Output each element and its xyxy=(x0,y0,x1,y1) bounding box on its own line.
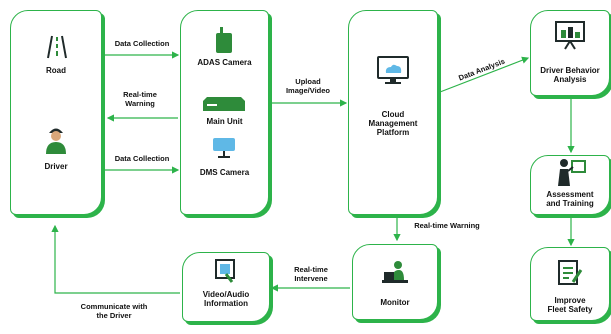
driver-behavior-label: Driver Behavior Analysis xyxy=(540,66,600,85)
flow-realtime-warning-left: Real-time Warning xyxy=(123,90,157,108)
trainer-icon xyxy=(558,159,586,186)
main-unit-label: Main Unit xyxy=(206,117,243,126)
improve-label: Improve Fleet Safety xyxy=(547,296,593,315)
presentation-chart-icon xyxy=(555,21,585,50)
checklist-icon xyxy=(558,260,583,285)
main-unit-icon xyxy=(203,97,245,111)
adas-camera-icon xyxy=(216,27,232,53)
video-audio-icon xyxy=(215,259,235,283)
road-label: Road xyxy=(46,66,66,75)
arrow-cloud-to-analysis xyxy=(439,56,530,93)
video-audio-label: Video/Audio Information xyxy=(202,290,250,309)
driver-label: Driver xyxy=(44,162,68,171)
flow-upload: Upload Image/Video xyxy=(285,77,331,95)
flow-realtime-intervene: Real-time Intervene xyxy=(294,265,328,283)
flow-data-collection-bottom: Data Collection xyxy=(114,154,170,163)
dms-camera-icon xyxy=(213,138,235,158)
flow-realtime-warning-down: Real-time Warning xyxy=(414,221,480,230)
driver-icon xyxy=(46,128,66,154)
cloud-platform-box xyxy=(348,10,438,215)
monitor-person-icon xyxy=(382,261,408,283)
assessment-box xyxy=(530,155,610,215)
assessment-label: Assessment and Training xyxy=(546,190,594,209)
flow-communicate: Communicate with the Driver xyxy=(80,302,148,320)
cloud-label: Cloud Management Platform xyxy=(368,110,418,138)
dms-camera-label: DMS Camera xyxy=(199,168,250,177)
monitor-label: Monitor xyxy=(380,298,410,307)
flow-data-collection-top: Data Collection xyxy=(114,39,170,48)
road-icon xyxy=(47,35,67,59)
cloud-monitor-icon xyxy=(377,56,409,84)
adas-camera-label: ADAS Camera xyxy=(197,58,252,67)
arrow-video-to-driver xyxy=(51,224,180,294)
